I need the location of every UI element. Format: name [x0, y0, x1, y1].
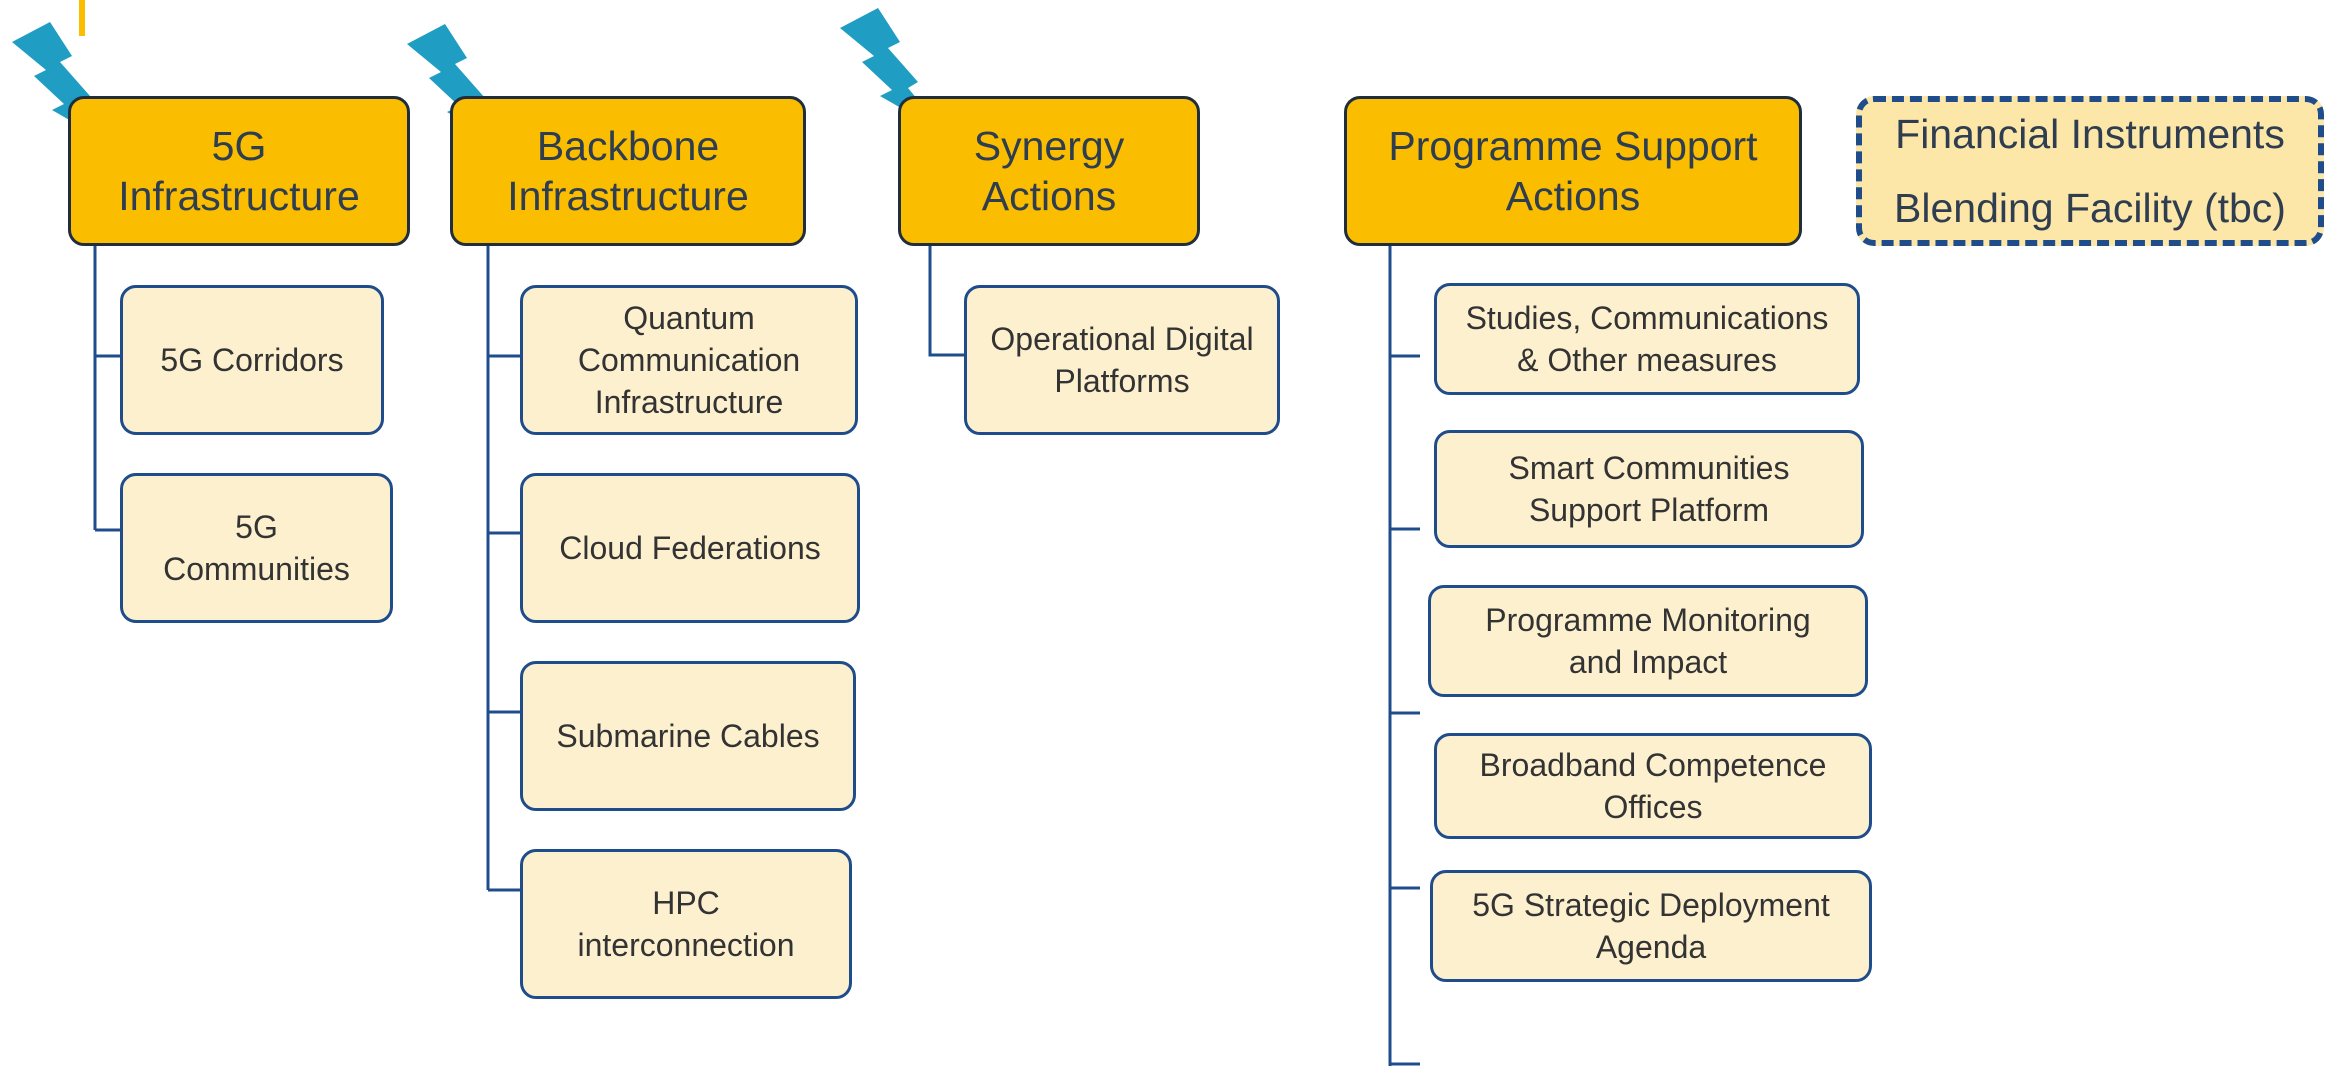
item-label: Quantum Communication Infrastructure: [577, 300, 801, 420]
item-label: 5G Strategic Deployment Agenda: [1472, 887, 1830, 965]
item-label: 5G Corridors: [160, 342, 344, 378]
financial-instruments-label: Financial Instruments: [1895, 111, 2285, 157]
financial-instruments-box: Financial Instruments Blending Facility …: [1856, 96, 2324, 246]
item-label: Programme Monitoring and Impact: [1485, 602, 1811, 680]
connector-programme-support: [1388, 245, 1420, 1066]
item-label: Studies, Communications & Other measures: [1465, 300, 1829, 378]
item-5g-communities: 5G Communities: [120, 473, 393, 623]
connector-5g-infrastructure: [93, 245, 122, 532]
header-label: 5G Infrastructure: [118, 123, 360, 219]
item-quantum-communication: Quantum Communication Infrastructure: [520, 285, 858, 435]
item-label: 5G Communities: [163, 509, 350, 587]
item-operational-digital-platforms: Operational Digital Platforms: [964, 285, 1280, 435]
header-label: Synergy Actions: [973, 123, 1125, 219]
item-cloud-federations: Cloud Federations: [520, 473, 860, 623]
header-label: Backbone Infrastructure: [507, 123, 749, 219]
header-5g-infrastructure: 5G Infrastructure: [68, 96, 410, 246]
item-label: Broadband Competence Offices: [1479, 747, 1827, 825]
item-label: Smart Communities Support Platform: [1508, 450, 1790, 528]
item-studies-communications: Studies, Communications & Other measures: [1434, 283, 1860, 395]
item-submarine-cables: Submarine Cables: [520, 661, 856, 811]
header-synergy-actions: Synergy Actions: [898, 96, 1200, 246]
header-label: Programme Support Actions: [1388, 123, 1758, 219]
header-programme-support-actions: Programme Support Actions: [1344, 96, 1802, 246]
item-broadband-competence: Broadband Competence Offices: [1434, 733, 1872, 839]
connector-synergy: [928, 245, 966, 357]
item-programme-monitoring: Programme Monitoring and Impact: [1428, 585, 1868, 697]
item-label: HPC interconnection: [577, 885, 795, 963]
item-hpc-interconnection: HPC interconnection: [520, 849, 852, 999]
item-smart-communities: Smart Communities Support Platform: [1434, 430, 1864, 548]
item-5g-strategic-deployment: 5G Strategic Deployment Agenda: [1430, 870, 1872, 982]
header-backbone-infrastructure: Backbone Infrastructure: [450, 96, 806, 246]
connector-backbone: [486, 245, 520, 892]
connector-group: [93, 245, 1420, 1066]
blending-facility-label: Blending Facility (tbc): [1894, 185, 2286, 231]
item-label: Submarine Cables: [556, 718, 820, 754]
item-label: Cloud Federations: [559, 530, 821, 566]
accent-bar: [79, 0, 85, 36]
item-5g-corridors: 5G Corridors: [120, 285, 384, 435]
item-label: Operational Digital Platforms: [990, 321, 1254, 399]
